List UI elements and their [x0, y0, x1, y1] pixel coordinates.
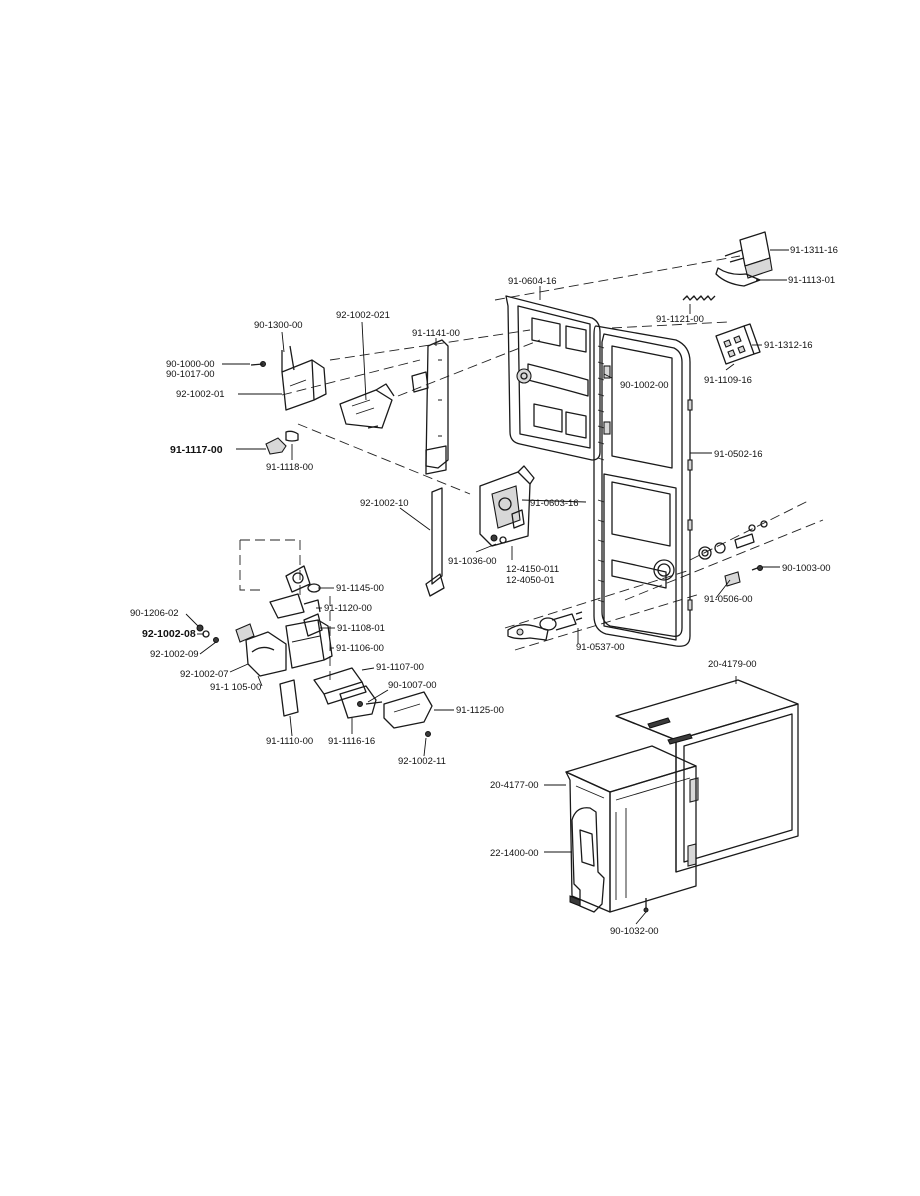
latch-91-1116-16 — [339, 685, 377, 719]
label-91-1120-00: 91-1120-00 — [324, 603, 372, 614]
label-12-4050-01: 12-4050-01 — [506, 575, 555, 586]
label-90-1206-02: 90-1206-02 — [130, 608, 179, 619]
label-90-1000-00: 90-1000-00 — [166, 359, 215, 370]
label-91-1110-00: 91-1110-00 — [266, 736, 313, 747]
label-91-1109-16: 91-1109-16 — [704, 375, 752, 386]
label-91-1108-01: 91-1108-01 — [337, 623, 385, 634]
label-92-1002-08: 92-1002-08 — [142, 628, 196, 640]
label-90-1032-00: 90-1032-00 — [610, 926, 659, 937]
label-90-1017-00: 90-1017-00 — [166, 369, 215, 380]
label-91-0603-16: 91-0603-16 — [530, 498, 579, 509]
label-91-1117-00: 91-1117-00 — [170, 444, 223, 456]
label-92-1002-11: 92-1002-11 — [398, 756, 446, 767]
label-91-0604-16: 91-0604-16 — [508, 276, 557, 287]
label-92-1002-021: 92-1002-021 — [336, 310, 390, 321]
cash-box-20-4177-00 — [565, 745, 697, 913]
label-91-1125-00: 91-1125-00 — [456, 705, 504, 716]
small-parts-92-1002-08-09 — [196, 623, 255, 643]
label-91-1145-00: 91-1145-00 — [336, 583, 384, 594]
lock-key-91-0537-00 — [507, 611, 583, 641]
label-20-4177-00: 20-4177-00 — [490, 780, 539, 791]
plate-91-1108-01 — [303, 613, 323, 637]
label-91-0502-16: 91-0502-16 — [714, 449, 763, 460]
label-92-1002-01: 92-1002-01 — [176, 389, 225, 400]
bracket-91-1105-00 — [245, 631, 287, 677]
latch-91-1117-00 — [265, 430, 299, 455]
label-90-1300-00: 90-1300-00 — [254, 320, 303, 331]
part-labels: 91-1311-16 91-1113-01 91-0604-16 91-1121… — [130, 245, 838, 937]
housing-91-1106-00 — [285, 619, 333, 669]
label-91-1107-00: 91-1107-00 — [376, 662, 424, 673]
lever-91-1120-00 — [269, 593, 321, 619]
door-frame-91-0502-16 — [593, 325, 693, 647]
label-90-1007-00: 90-1007-00 — [388, 680, 437, 691]
coin-mechanism-91-0603-16 — [479, 465, 535, 547]
strip-92-1002-10 — [425, 487, 445, 597]
screws-90-1300-00 — [250, 345, 295, 372]
label-20-4179-00: 20-4179-00 — [708, 659, 757, 670]
mounting-plate-92-1002-021 — [339, 383, 395, 429]
handle-plate-22-1400-00 — [569, 807, 605, 913]
bracket-92-1002-01 — [281, 359, 327, 411]
inner-door-frame-91-0604-16 — [505, 295, 601, 461]
label-91-0537-00: 91-0537-00 — [576, 642, 625, 653]
label-12-4150-011: 12-4150-011 — [506, 564, 559, 575]
washer-parts — [698, 520, 768, 587]
label-91-1106-00: 91-1106-00 — [336, 643, 384, 654]
cash-box-housing-20-4179-00 — [615, 679, 799, 873]
label-92-1002-07: 92-1002-07 — [180, 669, 229, 680]
lock-bar-91-1141-00 — [411, 339, 449, 475]
label-91-1116-16: 91-1116-16 — [328, 736, 375, 747]
slide-91-1107-00 — [313, 667, 367, 705]
label-91-1121-00: 91-1121-00 — [656, 314, 704, 325]
label-91-1105-00: 91-1 105-00 — [210, 682, 261, 693]
label-91-1118-00: 91-1118-00 — [266, 462, 313, 473]
label-91-1311-16: 91-1311-16 — [790, 245, 838, 256]
label-92-1002-09: 92-1002-09 — [150, 649, 199, 660]
label-91-1113-01: 91-1113-01 — [788, 275, 835, 286]
label-91-1312-16: 91-1312-16 — [764, 340, 813, 351]
label-90-1002-00: 90-1002-00 — [620, 380, 669, 391]
clip-91-1110-00 — [279, 679, 299, 717]
label-91-1036-00: 91-1036-00 — [448, 556, 497, 567]
leader-lines — [185, 249, 789, 925]
handle-91-1125-00 — [365, 691, 433, 737]
hasp-91-1311-16 — [715, 231, 773, 287]
lock-plate-91-1312-16 — [715, 323, 761, 365]
label-91-1141-00: 91-1141-00 — [412, 328, 460, 339]
label-22-1400-00: 22-1400-00 — [490, 848, 539, 859]
label-91-0506-00: 91-0506-00 — [704, 594, 753, 605]
spring-91-1121-00 — [682, 295, 716, 301]
cam-91-1145-00 — [285, 565, 321, 593]
label-90-1003-00: 90-1003-00 — [782, 563, 831, 574]
label-92-1002-10: 92-1002-10 — [360, 498, 409, 509]
